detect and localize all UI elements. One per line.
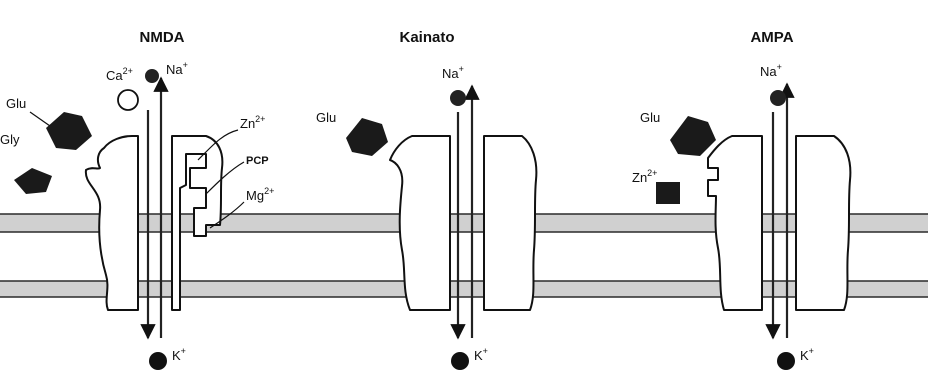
ion-label-na: Na+: [166, 60, 188, 77]
na-ion-icon: [450, 90, 466, 106]
na-ion-icon: [145, 69, 159, 83]
glu-ligand-icon: [46, 112, 92, 150]
ca-ion-icon: [118, 90, 138, 110]
channel-subunit-right: [796, 136, 850, 310]
ion-label-na: Na+: [760, 62, 782, 79]
glu-ligand-icon: [346, 118, 388, 156]
glu-ligand-icon: [670, 116, 716, 156]
ion-label-na: Na+: [442, 64, 464, 81]
panel-title: NMDA: [140, 29, 185, 46]
panel-title: Kainato: [399, 29, 454, 46]
panel-kainato: Kainato Na+ Glu K+: [316, 29, 536, 370]
blocker-label-mg: Mg2+: [246, 186, 274, 203]
panel-ampa: AMPA Na+ Glu Zn2+ K+: [632, 29, 850, 370]
k-ion-icon: [149, 352, 167, 370]
ligand-label-gly: Gly: [0, 132, 20, 147]
ion-label-k: K+: [172, 346, 186, 363]
blocker-label-zn: Zn2+: [240, 114, 265, 131]
ion-label-k: K+: [474, 346, 488, 363]
glu-pointer: [30, 112, 50, 126]
ligand-label-glu: Glu: [6, 96, 26, 111]
ion-label-k: K+: [800, 346, 814, 363]
gly-ligand-icon: [14, 168, 52, 194]
k-ion-icon: [777, 352, 795, 370]
panel-nmda: NMDA Ca2+ Na+ Glu Gly Zn2+ PCP Mg2+ K+: [0, 29, 274, 370]
membrane: [0, 214, 928, 297]
zn-ion-icon: [656, 182, 680, 204]
ligand-label-glu: Glu: [316, 110, 336, 125]
na-ion-icon: [770, 90, 786, 106]
ligand-label-glu: Glu: [640, 110, 660, 125]
k-ion-icon: [451, 352, 469, 370]
channel-subunit-right: [484, 136, 536, 310]
ion-label-ca: Ca2+: [106, 66, 133, 83]
blocker-label-pcp: PCP: [246, 155, 269, 167]
panel-title: AMPA: [750, 29, 793, 46]
blocker-label-zn: Zn2+: [632, 168, 657, 185]
